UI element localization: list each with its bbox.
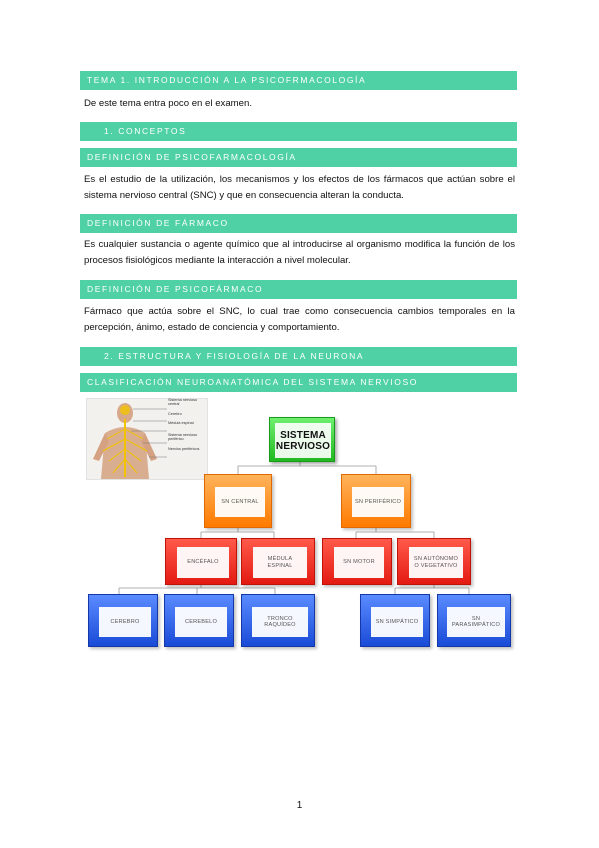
node-sn-central-label: SN CENTRAL <box>215 487 265 517</box>
node-medula-espinal: MÉDULA ESPINAL <box>241 538 315 585</box>
node-encefalo-label: ENCÉFALO <box>177 547 229 578</box>
node-sn-motor-label: SN MOTOR <box>334 547 384 578</box>
node-sn-parasimpatico: SN PARASIMPÁTICO <box>437 594 511 647</box>
node-tronco-raquideo: TRONCO RAQUÍDEO <box>241 594 315 647</box>
paragraph-farmaco: Es cualquier sustancia o agente químico … <box>84 239 515 266</box>
page-number: 1 <box>296 800 303 811</box>
node-sistema-nervioso-label: SISTEMA NERVIOSO <box>275 423 331 458</box>
legend-nervios: Nervios periféricos <box>168 447 200 451</box>
node-sn-simpatico: SN SIMPÁTICO <box>360 594 430 647</box>
body-figure-legend: Sistema nervioso central Cerebro Médula … <box>168 398 208 451</box>
node-cerebelo-label: CEREBELO <box>175 607 227 637</box>
node-medula-espinal-label: MÉDULA ESPINAL <box>253 547 307 578</box>
paragraph-examen: De este tema entra poco en el examen. <box>84 98 252 109</box>
node-sn-simpatico-label: SN SIMPÁTICO <box>371 607 423 637</box>
legend-cerebro: Cerebro <box>168 412 182 416</box>
heading-def-psicofarmaco: DEFINICIÓN DE PSICOFÁRMACO <box>80 280 517 299</box>
heading-estructura: 2. ESTRUCTURA Y FISIOLOGÍA DE LA NEURONA <box>80 347 517 366</box>
node-sn-central: SN CENTRAL <box>204 474 272 528</box>
heading-clasificacion: CLASIFICACIÓN NEUROANATÓMICA DEL SISTEMA… <box>80 373 517 392</box>
legend-snc: Sistema nervioso central <box>168 398 198 407</box>
node-sn-parasimpatico-label: SN PARASIMPÁTICO <box>447 607 505 637</box>
legend-snp: Sistema nervioso periférico <box>168 433 198 442</box>
heading-def-psicofarmacologia: DEFINICIÓN DE PSICOFARMACOLOGÍA <box>80 148 517 167</box>
node-sn-periferico-label: SN PERIFÉRICO <box>352 487 404 517</box>
node-sn-periferico: SN PERIFÉRICO <box>341 474 411 528</box>
node-cerebro-label: CEREBRO <box>99 607 151 637</box>
node-sistema-nervioso: SISTEMA NERVIOSO <box>269 417 335 462</box>
nervous-system-body-image <box>86 398 208 480</box>
node-cerebelo: CEREBELO <box>164 594 234 647</box>
paragraph-psicofarmaco: Fármaco que actúa sobre el SNC, lo cual … <box>84 306 515 333</box>
node-tronco-raquideo-label: TRONCO RAQUÍDEO <box>252 607 308 637</box>
human-body-icon <box>87 399 207 479</box>
paragraph-psicofarmacologia: Es el estudio de la utilización, los mec… <box>84 174 515 201</box>
node-cerebro: CEREBRO <box>88 594 158 647</box>
heading-tema: TEMA 1. INTRODUCCIÓN A LA PSICOFRMACOLOG… <box>80 71 517 90</box>
legend-medula: Médula espinal <box>168 421 194 425</box>
node-sn-autonomo: SN AUTÓNOMO O VEGETATIVO <box>397 538 471 585</box>
heading-conceptos: 1. CONCEPTOS <box>80 122 517 141</box>
node-sn-motor: SN MOTOR <box>322 538 392 585</box>
node-sn-autonomo-label: SN AUTÓNOMO O VEGETATIVO <box>409 547 463 578</box>
heading-def-farmaco: DEFINICIÓN DE FÁRMACO <box>80 214 517 233</box>
node-encefalo: ENCÉFALO <box>165 538 237 585</box>
